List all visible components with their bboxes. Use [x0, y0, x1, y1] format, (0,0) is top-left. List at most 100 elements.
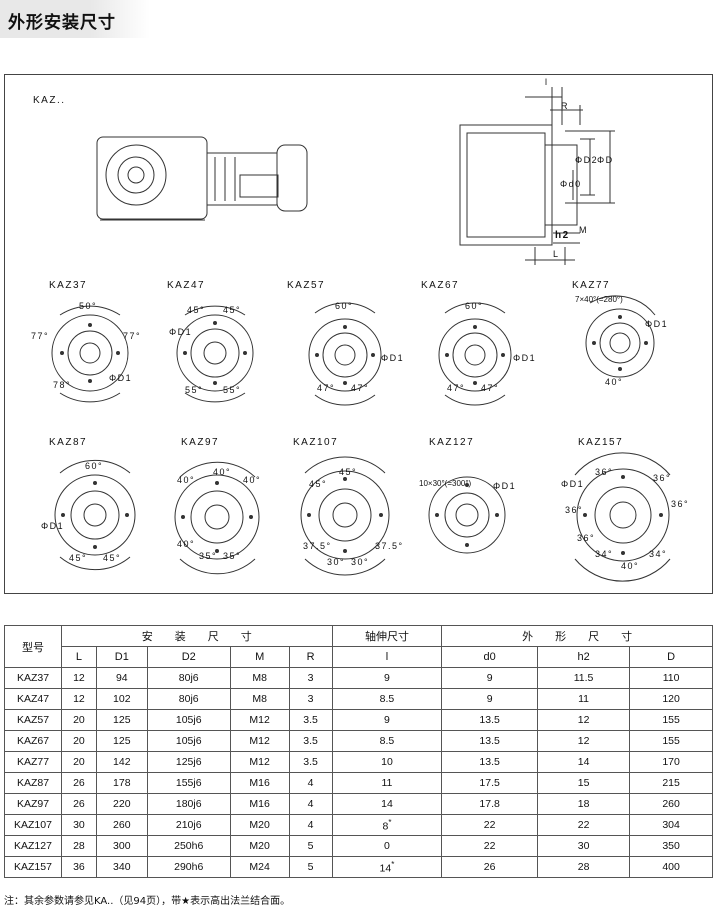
dia-kaz157: ΦD1	[561, 479, 585, 489]
star-mark: *	[388, 817, 392, 827]
value-cell: M24	[229, 856, 290, 878]
angle-kaz97-tm: 40°	[213, 467, 232, 477]
dimension-table: 型号 安 装 尺 寸 轴伸尺寸 外 形 尺 寸 L D1 D2 M R l d0…	[4, 625, 713, 878]
value-cell: 4	[288, 814, 333, 836]
value-cell: 14	[331, 793, 443, 815]
dim-D: ΦD	[597, 155, 614, 165]
col-D2: D2	[146, 646, 231, 668]
view-label-kaz37: KAZ37	[49, 280, 88, 291]
dia-kaz77: ΦD1	[645, 319, 669, 329]
angle-kaz87-br: 45°	[103, 553, 122, 563]
value-cell: 12	[536, 730, 631, 752]
angle-kaz157-r: 36°	[671, 499, 690, 509]
angle-kaz107-tr: 45°	[339, 467, 358, 477]
value-cell: 18	[536, 793, 631, 815]
col-M: M	[229, 646, 290, 668]
value-cell: 304	[629, 814, 713, 836]
angle-kaz87-top: 60°	[85, 461, 104, 471]
value-cell: 30	[61, 814, 97, 836]
value-cell: 4	[288, 793, 333, 815]
value-cell: 26	[61, 793, 97, 815]
value-cell: 4	[288, 772, 333, 794]
value-cell: 80j6	[146, 667, 231, 689]
angle-kaz97-bl: 40°	[177, 539, 196, 549]
value-cell: 125j6	[146, 751, 231, 773]
value-cell: 13.5	[441, 709, 538, 731]
value-cell: 28	[61, 835, 97, 857]
value-cell: 11	[331, 772, 443, 794]
col-R: R	[288, 646, 333, 668]
value-cell: 125	[95, 730, 148, 752]
value-cell: 178	[95, 772, 148, 794]
value-cell: 180j6	[146, 793, 231, 815]
group-shaft: 轴伸尺寸	[331, 625, 443, 647]
value-cell: 22	[536, 814, 631, 836]
col-h2: h2	[536, 646, 631, 668]
angle-kaz77-bottom: 40°	[605, 377, 624, 387]
value-cell: 9	[331, 709, 443, 731]
view-label-kaz47: KAZ47	[167, 280, 206, 291]
value-cell: 170	[629, 751, 713, 773]
value-cell: 9	[441, 688, 538, 710]
view-label-kaz77: KAZ77	[572, 280, 611, 291]
value-cell: 26	[441, 856, 538, 878]
group-install: 安 装 尺 寸	[61, 625, 333, 647]
value-cell: 105j6	[146, 730, 231, 752]
value-cell: 11	[536, 688, 631, 710]
value-cell: M20	[229, 814, 290, 836]
angle-kaz97-bm1: 35°	[199, 551, 218, 561]
angle-kaz47-b: 45°	[223, 305, 242, 315]
value-cell: 10	[331, 751, 443, 773]
view-label-kaz57: KAZ57	[287, 280, 326, 291]
dim-R: R	[561, 101, 569, 111]
value-cell: 250h6	[146, 835, 231, 857]
angle-kaz157-b2: 34°	[649, 549, 668, 559]
value-cell: 20	[61, 751, 97, 773]
col-model: 型号	[4, 625, 62, 668]
angle-kaz157-l: 36°	[565, 505, 584, 515]
col-L: L	[61, 646, 97, 668]
star-mark: *	[391, 859, 395, 869]
value-cell: 300	[95, 835, 148, 857]
value-cell: 22	[441, 814, 538, 836]
value-cell: 15	[536, 772, 631, 794]
value-cell: 80j6	[146, 688, 231, 710]
value-cell: 12	[61, 688, 97, 710]
value-cell: 28	[536, 856, 631, 878]
dim-h2: h2	[555, 230, 570, 241]
angle-kaz97-tl: 40°	[177, 475, 196, 485]
dia-kaz57: ΦD1	[381, 353, 405, 363]
dia-kaz37: ΦD1	[109, 373, 133, 383]
value-cell: 3.5	[288, 751, 333, 773]
angle-kaz37-bottom: 78°	[53, 380, 72, 390]
angle-kaz47-c: 55°	[185, 385, 204, 395]
value-cell: M12	[229, 730, 290, 752]
angle-kaz107-b1: 30°	[327, 557, 346, 567]
model-cell: KAZ47	[4, 688, 62, 710]
value-cell: 17.5	[441, 772, 538, 794]
dia-kaz87: ΦD1	[41, 521, 65, 531]
view-label-kaz67: KAZ67	[421, 280, 460, 291]
dia-kaz67: ΦD1	[513, 353, 537, 363]
angle-kaz107-br: 37.5°	[375, 541, 404, 551]
angle-kaz107-b2: 30°	[351, 557, 370, 567]
dia-kaz127: ΦD1	[493, 481, 517, 491]
angle-kaz157-b1: 34°	[595, 549, 614, 559]
value-cell: 125	[95, 709, 148, 731]
angle-kaz47-a: 45°	[187, 305, 206, 315]
value-cell: 20	[61, 709, 97, 731]
footnote: 注：其余参数请参见KA..（见94页），带★表示高出法兰结合面。	[4, 896, 291, 907]
value-cell: 3.5	[288, 730, 333, 752]
value-cell: 340	[95, 856, 148, 878]
model-cell: KAZ87	[4, 772, 62, 794]
value-cell: 120	[629, 688, 713, 710]
value-cell: 14*	[331, 856, 443, 878]
